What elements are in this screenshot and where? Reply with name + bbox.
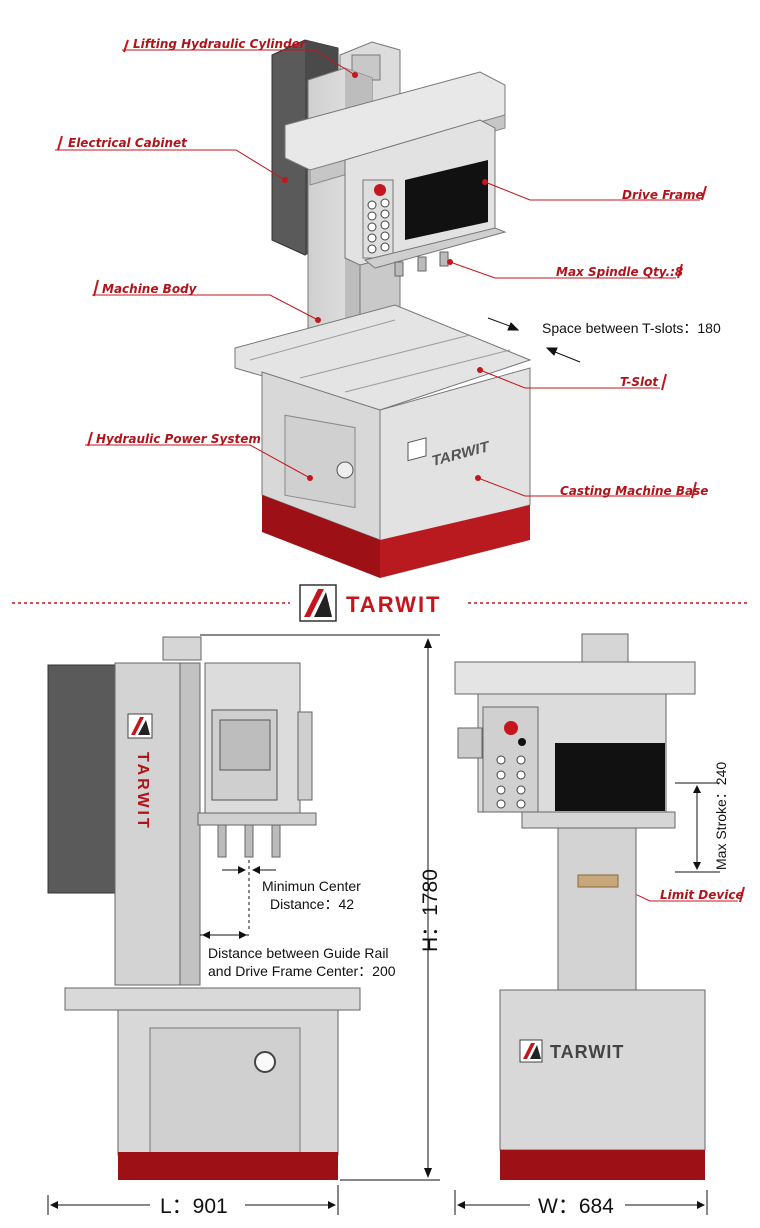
dimension-arrowheads	[50, 638, 705, 1209]
callout-drive-frame: Drive Frame	[622, 188, 704, 202]
front-view-illustration: TARWIT	[454, 633, 706, 1180]
t-slot-arrows	[487, 317, 581, 363]
guide-rail-label-line1: Distance between Guide Rail	[208, 945, 389, 961]
brand-logo: TARWIT	[299, 584, 442, 622]
side-brand-text: TARWIT	[134, 752, 151, 831]
callout-lifting-hydraulic-cylinder: Lifting Hydraulic Cylinder	[133, 37, 307, 51]
callout-machine-body: Machine Body	[102, 282, 198, 296]
t-slot-space-label: Space between T-slots：180	[542, 320, 721, 336]
callout-electrical-cabinet: Electrical Cabinet	[68, 136, 188, 150]
front-brand-text: TARWIT	[550, 1042, 624, 1062]
callout-t-slot: T-Slot	[620, 375, 659, 389]
brand-name: TARWIT	[346, 592, 442, 617]
min-center-label-line2: Distance：42	[270, 896, 354, 912]
length-label: L：901	[160, 1195, 228, 1218]
side-view-illustration: TARWIT	[47, 636, 361, 1180]
min-center-label-line1: Minimun Center	[262, 878, 361, 894]
callout-casting-machine-base: Casting Machine Base	[560, 484, 708, 498]
callout-limit-device: Limit Device	[660, 888, 744, 902]
guide-rail-label-line2: and Drive Frame Center：200	[208, 963, 396, 979]
callout-max-spindle: Max Spindle Qty.:8	[556, 265, 683, 279]
width-label: W：684	[538, 1195, 614, 1218]
height-label: H：1780	[419, 869, 442, 952]
callout-bars	[57, 39, 745, 903]
iso-machine-illustration: TARWIT	[234, 39, 532, 578]
callout-leaders	[55, 49, 738, 902]
max-stroke-label: Max Stroke：240	[713, 762, 729, 870]
callout-hydraulic-power-system: Hydraulic Power System	[96, 432, 261, 446]
